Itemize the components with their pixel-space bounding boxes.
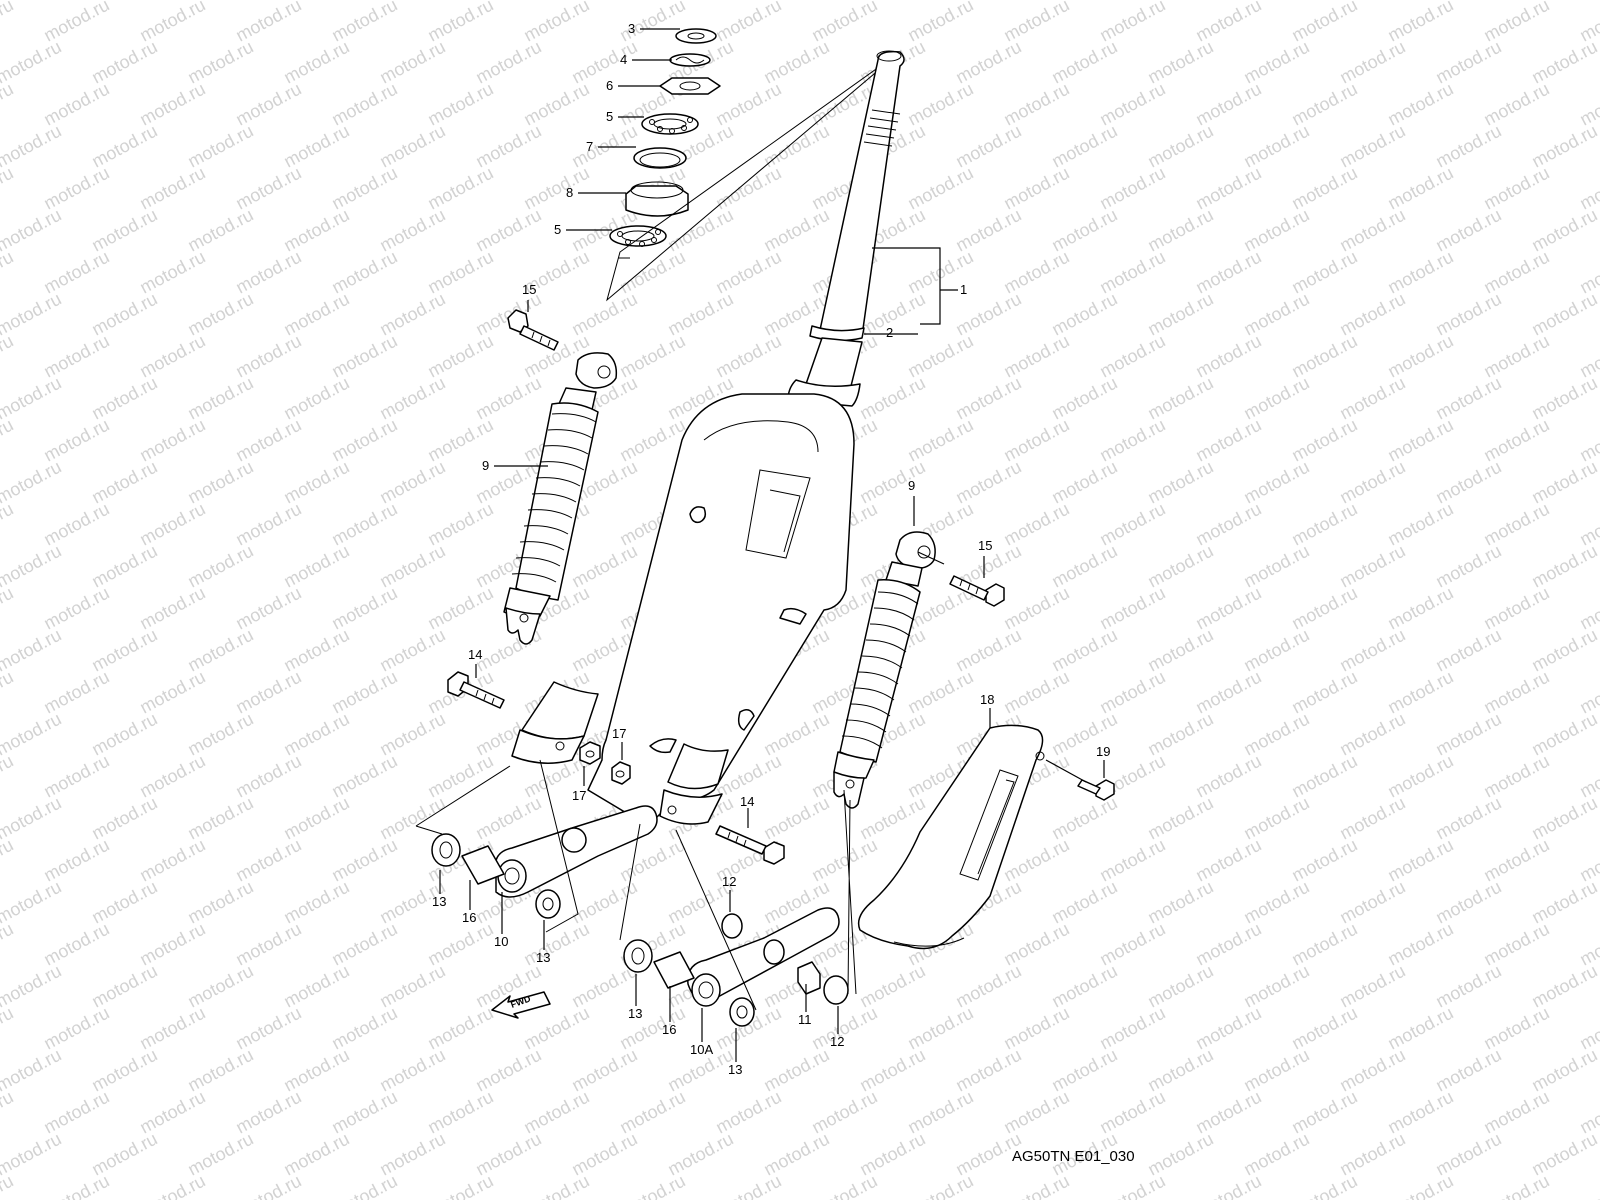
callout-13a: 13 bbox=[432, 894, 446, 909]
watermark-text: motod.ru bbox=[0, 289, 65, 340]
watermark-text: motod.ru bbox=[0, 793, 65, 844]
fork-bolts-and-nuts bbox=[447, 664, 1115, 865]
callout-6: 6 bbox=[606, 78, 613, 93]
watermark-text: motod.ru bbox=[0, 163, 17, 214]
callout-8: 8 bbox=[566, 185, 573, 200]
callout-15b: 15 bbox=[978, 538, 992, 553]
callout-1: 1 bbox=[960, 282, 967, 297]
callout-14b: 14 bbox=[740, 794, 754, 809]
watermark-text: motod.ru bbox=[1000, 1171, 1072, 1200]
watermark-text: motod.ru bbox=[0, 121, 65, 172]
callout-17b: 17 bbox=[572, 788, 586, 803]
callout-19: 19 bbox=[1096, 744, 1110, 759]
watermark-text: motod.ru bbox=[1096, 1171, 1168, 1200]
watermark-text: motod.ru bbox=[0, 499, 17, 550]
fork-link-parts bbox=[415, 759, 857, 1027]
front-fork-assembly bbox=[511, 50, 958, 827]
watermark-text: motod.ru bbox=[0, 1171, 17, 1200]
watermark-text: motod.ru bbox=[1384, 1171, 1456, 1200]
callout-13c: 13 bbox=[628, 1006, 642, 1021]
watermark-text: motod.ru bbox=[0, 79, 17, 130]
callout-9r: 9 bbox=[908, 478, 915, 493]
diagram-code: AG50TN E01_030 bbox=[1012, 1148, 1135, 1165]
callout-14a: 14 bbox=[468, 647, 482, 662]
forward-direction-arrow: FWD bbox=[491, 991, 551, 1019]
callout-17a: 17 bbox=[612, 726, 626, 741]
callout-10a: 10A bbox=[690, 1042, 713, 1057]
fork-cover-guard bbox=[857, 708, 1045, 950]
watermark-text: motod.ru bbox=[712, 1171, 784, 1200]
watermark-text: motod.ru bbox=[0, 1087, 17, 1138]
watermark-text: motod.ru bbox=[904, 1171, 976, 1200]
watermark-text: motod.ru bbox=[0, 247, 17, 298]
watermark-text: motod.ru bbox=[0, 541, 65, 592]
callout-13d: 13 bbox=[728, 1062, 742, 1077]
watermark-text: motod.ru bbox=[1288, 1171, 1360, 1200]
watermark-text: motod.ru bbox=[1576, 1171, 1600, 1200]
watermark-text: motod.ru bbox=[616, 1171, 688, 1200]
watermark-text: motod.ru bbox=[136, 1171, 208, 1200]
watermark-text: motod.ru bbox=[0, 37, 65, 88]
watermark-text: motod.ru bbox=[0, 835, 17, 886]
callout-13b: 13 bbox=[536, 950, 550, 965]
callout-12b: 12 bbox=[830, 1034, 844, 1049]
watermark-text: motod.ru bbox=[1480, 1171, 1552, 1200]
watermark-text: motod.ru bbox=[0, 1003, 17, 1054]
watermark-text: motod.ru bbox=[0, 583, 17, 634]
callout-7: 7 bbox=[586, 139, 593, 154]
watermark-text: motod.ru bbox=[40, 1171, 112, 1200]
watermark-text: motod.ru bbox=[0, 751, 17, 802]
watermark-text: motod.ru bbox=[0, 961, 65, 1012]
watermark-text: motod.ru bbox=[808, 1171, 880, 1200]
callout-3: 3 bbox=[628, 21, 635, 36]
callout-10: 10 bbox=[494, 934, 508, 949]
watermark-text: motod.ru bbox=[0, 667, 17, 718]
watermark-text: motod.ru bbox=[0, 709, 65, 760]
callout-2: 2 bbox=[886, 325, 893, 340]
watermark-text: motod.ru bbox=[424, 1171, 496, 1200]
callout-5a: 5 bbox=[606, 109, 613, 124]
callout-16a: 16 bbox=[462, 910, 476, 925]
watermark-text: motod.ru bbox=[0, 1045, 65, 1096]
callout-15a: 15 bbox=[522, 282, 536, 297]
watermark-text: motod.ru bbox=[0, 415, 17, 466]
callout-16b: 16 bbox=[662, 1022, 676, 1037]
watermark-text: motod.ru bbox=[232, 1171, 304, 1200]
steering-bearing-stack bbox=[606, 28, 901, 302]
watermark-text: motod.ru bbox=[0, 205, 65, 256]
watermark-text: motod.ru bbox=[0, 877, 65, 928]
watermark-text: motod.ru bbox=[0, 919, 17, 970]
left-shock-absorber bbox=[503, 300, 618, 645]
watermark-text: motod.ru bbox=[0, 373, 65, 424]
watermark-text: motod.ru bbox=[0, 0, 17, 46]
watermark-text: motod.ru bbox=[0, 457, 65, 508]
callout-5b: 5 bbox=[554, 222, 561, 237]
callout-4: 4 bbox=[620, 52, 627, 67]
watermark-text: motod.ru bbox=[0, 331, 17, 382]
callout-12a: 12 bbox=[722, 874, 736, 889]
watermark-text: motod.ru bbox=[520, 1171, 592, 1200]
callout-labels: 3 4 6 5 7 8 5 1 2 15 9 9 15 14 18 17 17 … bbox=[432, 21, 1110, 1077]
watermark-text: motod.ru bbox=[1192, 1171, 1264, 1200]
watermark-text: motod.ru bbox=[0, 1129, 65, 1180]
watermark-text: motod.ru bbox=[0, 625, 65, 676]
callout-9l: 9 bbox=[482, 458, 489, 473]
watermark-text: motod.ru bbox=[328, 1171, 400, 1200]
right-shock-absorber bbox=[833, 531, 1005, 809]
callout-11: 11 bbox=[798, 1012, 812, 1027]
callout-18: 18 bbox=[980, 692, 994, 707]
